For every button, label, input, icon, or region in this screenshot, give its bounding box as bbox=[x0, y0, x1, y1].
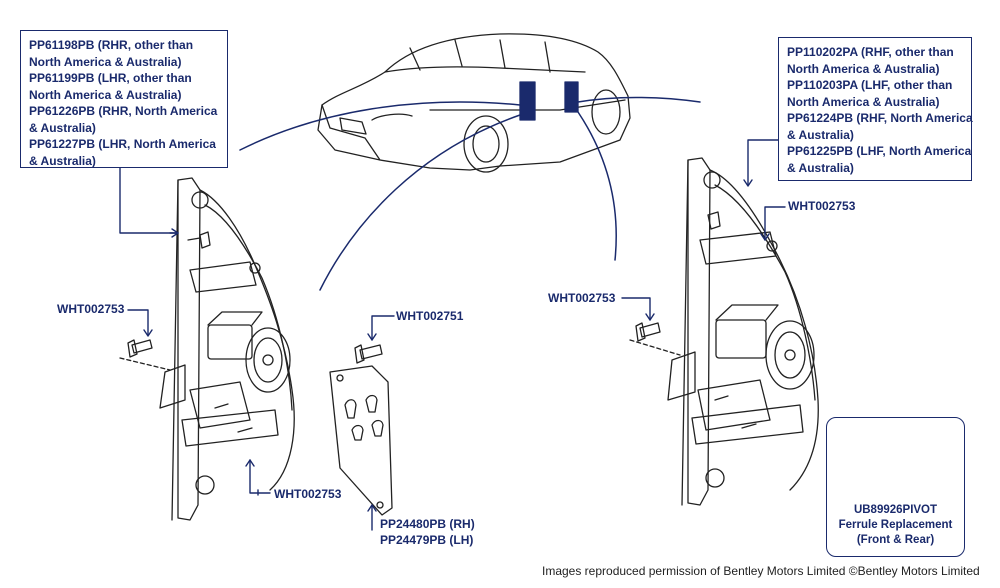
label-bolt-left-bottom: WHT002753 bbox=[274, 487, 342, 501]
callout-leaders bbox=[119, 139, 786, 531]
center-bolt-icon bbox=[354, 344, 383, 364]
callout-line: North America & Australia) bbox=[29, 87, 182, 102]
ferrule-description: Ferrule Replacement bbox=[838, 519, 953, 531]
callout-line: & Australia) bbox=[29, 120, 96, 135]
callout-line: PP61227PB (LHR, North America bbox=[29, 137, 216, 151]
callout-line: PP61199PB (LHR, other than bbox=[29, 71, 192, 85]
callout-line: North America & Australia) bbox=[787, 94, 940, 109]
label-cover-plate-rh: PP24480PB (RH) bbox=[380, 517, 475, 531]
callout-line: North America & Australia) bbox=[29, 54, 182, 69]
ferrule-position: (Front & Rear) bbox=[856, 534, 935, 546]
ferrule-inset: UB89926PIVOT Ferrule Replacement (Front … bbox=[826, 417, 965, 557]
car-illustration bbox=[317, 33, 631, 173]
right-window-regulator bbox=[667, 157, 819, 506]
callout-right-front-regulators: PP110202PA (RHF, other than North Americ… bbox=[778, 37, 973, 181]
callout-line: & Australia) bbox=[787, 127, 854, 142]
callout-line: & Australia) bbox=[787, 160, 854, 175]
callout-line: North America & Australia) bbox=[787, 61, 940, 76]
ferrule-part-number: UB89926PIVOT bbox=[853, 504, 938, 516]
copyright-notice: Images reproduced permission of Bentley … bbox=[542, 564, 980, 578]
callout-line: & Australia) bbox=[29, 153, 96, 168]
left-window-regulator bbox=[159, 177, 295, 521]
callout-left-rear-regulators: PP61198PB (RHR, other than North America… bbox=[20, 30, 228, 168]
label-bolt-right-mid: WHT002753 bbox=[548, 291, 616, 305]
cover-plate bbox=[329, 365, 393, 516]
callout-line: PP110203PA (LHF, other than bbox=[787, 78, 953, 92]
left-bolt-icon bbox=[127, 339, 153, 358]
label-cover-plate-lh: PP24479PB (LH) bbox=[380, 533, 474, 547]
right-bolt-icon bbox=[635, 322, 661, 342]
label-bolt-center: WHT002751 bbox=[396, 309, 464, 323]
leader-arcs bbox=[239, 96, 701, 291]
callout-line: PP61224PB (RHF, North America bbox=[787, 111, 973, 125]
callout-line: PP61198PB (RHR, other than bbox=[29, 38, 194, 52]
callout-line: PP61226PB (RHR, North America bbox=[29, 104, 218, 118]
label-bolt-left: WHT002753 bbox=[57, 302, 125, 316]
label-bolt-right-top: WHT002753 bbox=[788, 199, 856, 213]
callout-line: PP61225PB (LHF, North America bbox=[787, 144, 972, 158]
callout-line: PP110202PA (RHF, other than bbox=[787, 45, 954, 59]
